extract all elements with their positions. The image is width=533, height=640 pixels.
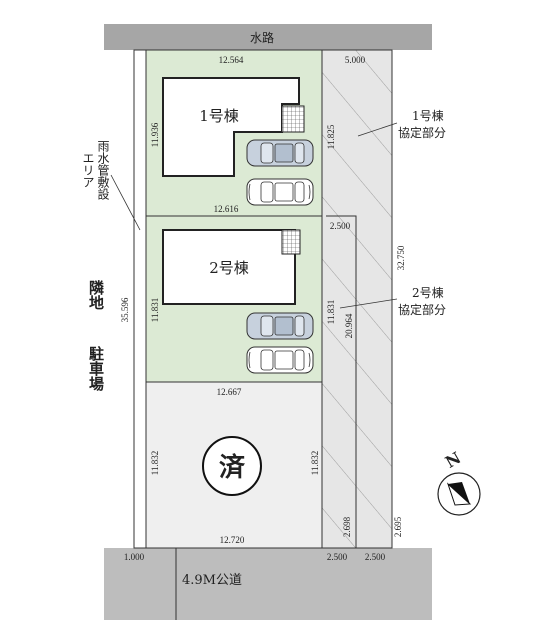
- north-label: N: [442, 448, 464, 472]
- left-strip: [133, 49, 147, 549]
- dim-inner-bottom: 2.698: [342, 516, 352, 537]
- dim-bottom-strip-a: 2.500: [327, 552, 348, 562]
- dim-left-strip: 1.000: [124, 552, 145, 562]
- house-1-stair: [281, 105, 305, 133]
- dim-lot1-top: 12.564: [219, 55, 244, 65]
- dim-lot1-bottom: 12.616: [214, 204, 239, 214]
- neighbor-parking-label-1: 隣地: [87, 279, 105, 310]
- waterway-band: [104, 24, 432, 50]
- dim-strip-outer: 32.750: [396, 245, 406, 270]
- dim-lot2-right: 11.831: [326, 300, 336, 324]
- house-2-stair: [281, 229, 301, 255]
- dim-lot1-right: 11.825: [326, 124, 336, 149]
- car-2: [246, 178, 314, 206]
- dim-lot2-bottom: 12.667: [217, 387, 242, 397]
- car-4: [246, 346, 314, 374]
- house1-agreement-line1: 1号棟: [412, 108, 444, 123]
- rain-pipe-area-label-1: 雨水管敷設: [96, 140, 110, 200]
- dim-bottom-strip-b: 2.500: [365, 552, 386, 562]
- dim-lot1-left: 11.936: [150, 122, 160, 147]
- neighbor-parking-label-2: 駐車場: [87, 345, 105, 392]
- dim-lot3-left: 11.832: [150, 451, 160, 475]
- dim-strip-mid: 2.500: [330, 221, 351, 231]
- house2-agreement-line2: 協定部分: [398, 302, 446, 317]
- car-3: [246, 312, 314, 340]
- dim-strip-inner: 20.964: [344, 313, 354, 338]
- road-label: 4.9M公道: [182, 573, 242, 588]
- road-band: [104, 548, 432, 620]
- house-2-label: 2号棟: [209, 259, 249, 277]
- house-1-label: 1号棟: [199, 107, 239, 125]
- house1-agreement-line2: 協定部分: [398, 125, 446, 140]
- agreement-strip: [321, 49, 393, 549]
- house-2-outline: [162, 229, 296, 305]
- dim-lot3-bottom: 12.720: [220, 535, 245, 545]
- sold-mark: 済: [219, 452, 246, 483]
- waterway-label: 水路: [250, 30, 274, 45]
- house2-agreement-line1: 2号棟: [412, 285, 444, 300]
- dim-lot3-right: 11.832: [310, 451, 320, 475]
- sold-mark-circle: [202, 436, 262, 496]
- car-1: [246, 139, 314, 167]
- dim-left-total: 35.596: [120, 297, 130, 322]
- dim-strip-top: 5.000: [345, 55, 366, 65]
- rain-pipe-area-label-2: エリア: [81, 152, 95, 188]
- dim-lot2-left: 11.831: [150, 298, 160, 322]
- dim-outer-bottom: 2.695: [393, 516, 403, 537]
- north-arrow-icon: [437, 472, 481, 516]
